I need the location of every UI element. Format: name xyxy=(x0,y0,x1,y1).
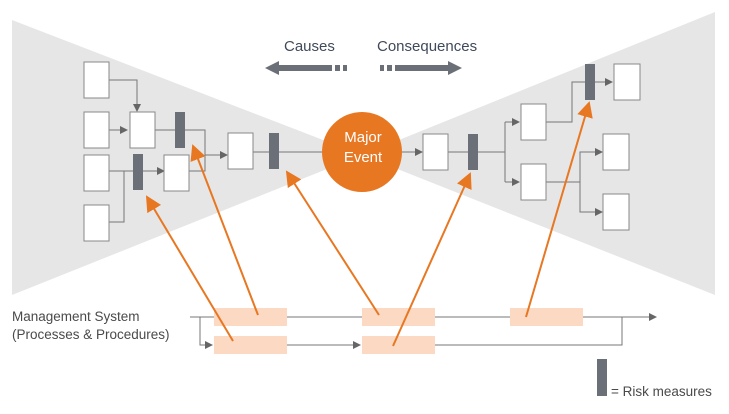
influence-arrow xyxy=(285,170,380,316)
consequences-label: Consequences xyxy=(377,38,478,55)
causes-arrow xyxy=(265,61,347,75)
cause-box xyxy=(83,204,110,242)
process-box xyxy=(362,308,435,326)
barrier-bar xyxy=(585,64,595,100)
major-event-line1: Major xyxy=(344,129,382,146)
cause-box xyxy=(83,154,110,192)
influence-arrow xyxy=(392,172,472,347)
barrier-bar xyxy=(269,133,279,169)
consequence-box xyxy=(613,63,641,101)
process-box xyxy=(214,336,287,354)
cause-box xyxy=(83,111,110,149)
major-event-line2: Event xyxy=(343,149,383,166)
bowtie-background xyxy=(12,12,715,295)
barrier-bar xyxy=(175,112,185,148)
process-box xyxy=(362,336,435,354)
influence-arrow xyxy=(190,144,259,316)
causes-label: Causes xyxy=(284,38,335,55)
consequences-arrow xyxy=(380,61,462,75)
consequence-box xyxy=(602,133,630,171)
barrier-bar xyxy=(468,134,478,170)
legend-label: = Risk measures xyxy=(611,384,712,399)
cause-box xyxy=(227,132,254,170)
major-event-circle xyxy=(322,112,402,192)
major-event-label: Major Event xyxy=(323,128,403,168)
process-box xyxy=(214,308,287,326)
influence-arrow xyxy=(145,195,234,342)
management-system-line1: Management System xyxy=(12,309,140,324)
management-system-label: Management System (Processes & Procedure… xyxy=(12,308,170,344)
cause-box xyxy=(129,111,156,149)
process-box xyxy=(510,308,583,326)
barrier-bar xyxy=(133,154,143,190)
cause-box xyxy=(163,154,190,192)
consequence-box xyxy=(520,103,547,141)
cause-box xyxy=(83,61,110,99)
influence-arrow xyxy=(525,101,593,318)
consequence-box xyxy=(520,163,547,201)
legend-risk-measure-swatch xyxy=(597,359,607,396)
consequence-box xyxy=(602,193,630,231)
management-system-line2: (Processes & Procedures) xyxy=(12,327,170,342)
consequence-box xyxy=(422,133,449,171)
